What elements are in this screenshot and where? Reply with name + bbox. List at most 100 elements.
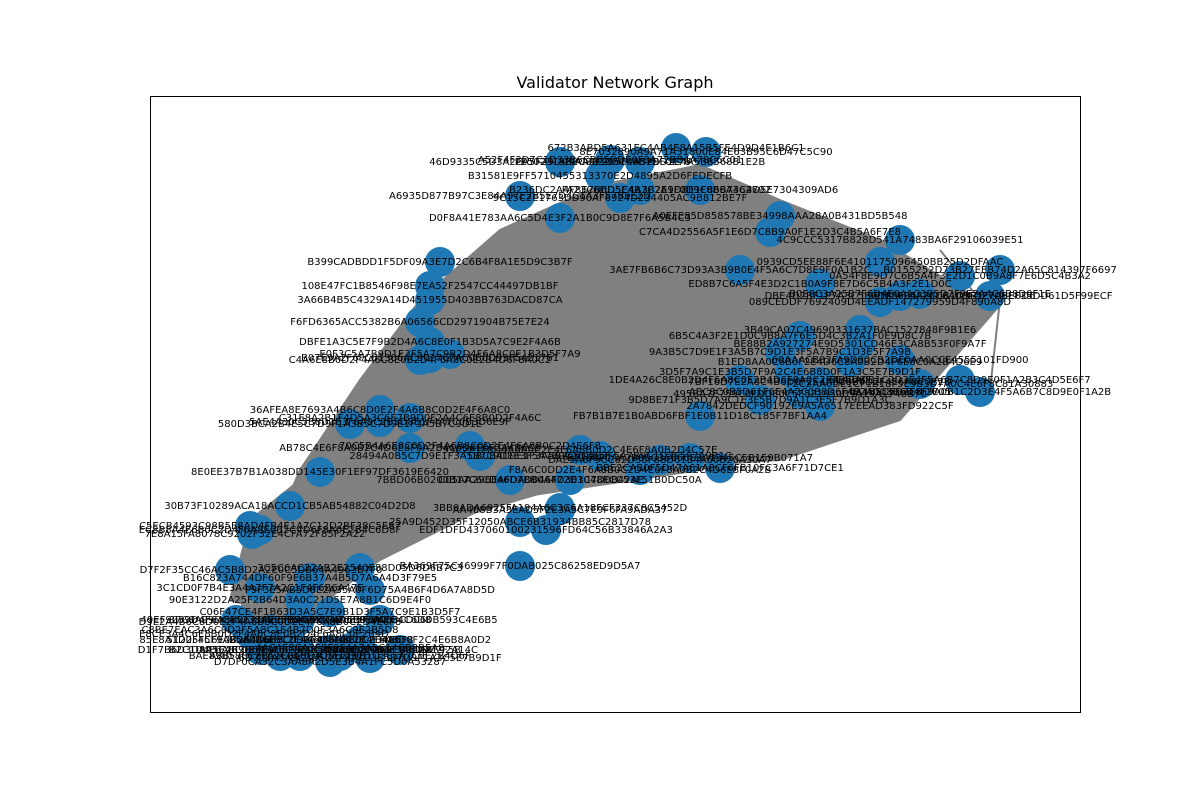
graph-node xyxy=(415,343,445,373)
graph-node xyxy=(335,633,365,663)
graph-node xyxy=(965,377,995,407)
graph-node xyxy=(395,403,425,433)
node-label: 6B5C4A3F2E1D0C9B8A7F6E5D4C3B2A1F0E9D8C7B xyxy=(669,331,932,342)
graph-node xyxy=(645,445,675,475)
node-label: D8CB4D9E1F3A5B7C9D1E3F5A7B9C1D3E5F7A9B1C xyxy=(468,451,732,462)
node-label: DAE5A6F9CC82D38F88D61B4A60B20A30A7 xyxy=(548,455,772,466)
node-label: 089CEDDF7692409D4EEADF147279959D4F890A8D xyxy=(749,297,1011,308)
node-label: AB78C4E6F8A0B2C4D6E8F0A2B4C6D8E0F2A4B6C8 xyxy=(279,443,541,454)
node-label: 5AE4A30C5B8D1E3F6A9C2B5D8E1F4A7C0B3D6E9F xyxy=(249,417,511,428)
graph-node xyxy=(275,491,305,521)
graph-node xyxy=(365,407,395,437)
graph-node xyxy=(237,519,267,549)
graph-node xyxy=(505,551,535,581)
node-label: 9D8BE71F3B5D7A9C1E3F5B7D9A1C3E5F7B9D1A3C xyxy=(628,395,891,406)
node-label: FA23C6DD5E4B7C2A9D8E1F0B6A3C4D5E7304309A… xyxy=(562,185,838,196)
node-label: 1DE4A26C8E0B2D4F6A8C0E2B4D6F8A0C2E4B6D8F xyxy=(609,375,872,386)
node-label: 0939CD5EE88F6E4101175096450BB25D2DFAAC xyxy=(757,257,1004,268)
node-label: A0EFE85D858578BE34998AAA28A0B431BD5B548 xyxy=(652,211,907,222)
node-label: B399CADBDD1F5DF09A3E7D2C6B4F8A1E5D9C3B7F xyxy=(307,257,573,268)
node-label: 3BB0ADA6925FA194A6C3C6A18FCF337C8C5452D xyxy=(433,503,688,514)
node-label: A91E4B7D0A3C6F9B2E5A8D1C4F7B0E3A6D9C2F5B xyxy=(199,645,461,656)
graph-node xyxy=(885,345,915,375)
node-label: BE88B2A927274E9D5301CD46E3CA8B53F0F9A7F xyxy=(733,339,986,350)
graph-node xyxy=(505,181,535,211)
graph-node xyxy=(355,575,385,605)
node-label: B5A0B6F8C2E4A6D8F0C2B4E6A8D0F2C4E6B8A0D2 xyxy=(229,635,491,646)
node-label: D7F2F35CC46AC5B8D2A2E0C5DB64A4963B7F0 xyxy=(140,565,383,576)
graph-node xyxy=(335,409,365,439)
graph-node xyxy=(215,555,245,585)
graph-node xyxy=(315,597,345,627)
graph-node xyxy=(945,261,975,291)
node-label: ED8B7C6A5F4E3D2C1B0A9F8E7D6C5B4A3F2E1D0C xyxy=(688,279,951,290)
node-label: 28494A0B5C7D9E1F3A5B7C9D1E3F5A7B9C1D3E5F xyxy=(349,451,611,462)
node-label: 25A9D452D35F12050ABCE6B31934BB85C2817D78 xyxy=(389,517,651,528)
node-label: B07E9A2F6FC61306AC902767AC0B0D93F5421761 xyxy=(301,353,559,364)
node-label: A8BF7C12B51E8A0C3D5E7F9B1D3F5A7C9E2B4D6F xyxy=(209,651,470,662)
node-label: BA369F75C46999F7F0DAB025C86258ED9D5A7 xyxy=(399,561,640,572)
node-label: 93C2E1F8D4A6B0C2E4F6A8B0D2C4E6F8A0B2D4C5… xyxy=(443,445,718,456)
node-label: B0155252D73B27EEB74D2A65C814397F6697 xyxy=(883,265,1117,276)
node-label: 51205F5F9A2DE4A6B8C0D2E4F6A8B0C2D4E6F8 xyxy=(167,635,414,646)
node-label: B236DC2A4F8E7B6D5C4A3B2E1F0D9C86B7462792 xyxy=(509,185,771,196)
graph-node xyxy=(495,465,525,495)
node-label: BF168F0AA2B89C36666E3A1345C5B159B071A7 xyxy=(567,453,813,464)
node-label: A52F4F3D7C1D33B6CBB5DDE0F9A72BB4A78C6C01 xyxy=(478,155,742,166)
graph-edge xyxy=(989,299,1001,391)
graph-node xyxy=(675,443,705,473)
graph-node xyxy=(835,347,865,377)
node-label: DBE4D2BF1E7A3C5B9D8F6E4A2C0B1D3F5E7A9C0D… xyxy=(765,291,1036,302)
graph-node xyxy=(585,161,615,191)
graph-node xyxy=(885,225,915,255)
node-layer xyxy=(215,133,1015,677)
node-label: 4C9CCC5317B828D541A7483BA6F29106039E51 xyxy=(777,235,1024,246)
node-label: B16C823A744DF60F9E6B37A4B5D7A6A4D3F79E5 xyxy=(183,573,437,584)
node-label: EE49A0B1C2D3E4F5A6B7C8D9E0F1A2B3C4D5E6F7 xyxy=(829,375,1090,386)
node-label: 49EF9039D4F6A8B0C2D4E6F8A0B2C4D6E8F0A2 xyxy=(141,615,388,626)
graph-node xyxy=(865,247,895,277)
node-label: D7DF0CA32C3AA8A2D5E3B4A1FC5D0A53287 xyxy=(214,657,446,668)
node-label: 30B73F10289ACA18ACCD1CB5AB54882C04D2D8 xyxy=(164,501,415,512)
graph-node xyxy=(725,255,755,285)
node-label: C06F47CE4F1B63D3A5C7E9B1D3F5A7C9E1B3D5F7 xyxy=(200,607,461,618)
node-label: 7BBD06B0200B17C6CD46D7BB0A4D3E3C7D0B42AE xyxy=(376,475,643,486)
node-label: ABC8C0B5D61F6E4A2C0B8D6F4E2A0C8B6D4F2E05 xyxy=(689,387,951,398)
node-label: 85E8A1D2F4C6E0B2A4D6F8C0E2A4B6D8F0C2E4A6 xyxy=(139,635,400,646)
graph-node xyxy=(685,175,715,205)
node-label: C8BE7EAC3A6C9D2F5A8C1E4B7D0F3A6C9E2B5D8 xyxy=(141,625,398,636)
node-label: FE29B5B7A5B6A5B93A003CD060B593C4E6B5 xyxy=(262,615,497,626)
node-label: EDF1DFD437060100231596FD64C56B33846A2A3 xyxy=(419,525,673,536)
node-label: AA408B3A3EAD5F2E3A5C7E9F6FA9ADA37 xyxy=(453,505,668,516)
node-label: F8A6C0DD2E4F6A8B0C2D4E6F8A0B2C4D6E8F0A2B xyxy=(509,465,772,476)
graph-node xyxy=(305,457,335,487)
label-layer: 672B3ABD5A631EC4AB4E8A15B5FE4D9D4E1B6C18… xyxy=(138,143,1117,668)
node-label: 3C5C6AC22AB2E2540E88D05D6D6B7C3 xyxy=(257,563,462,574)
node-label: BBE2CAB0F5D47A61A8CF6FB10FC3A6F71D7CE1 xyxy=(596,463,844,474)
node-label: 90E3122D2A25F2B64D3A0C21D5E7A8B1C6D9E4F0 xyxy=(169,595,431,606)
node-label: C7CA4D2556A5F1E6D7C8B9A0F1E2D3C4B5A6F7E8 xyxy=(639,227,901,238)
graph-node xyxy=(285,641,315,671)
graph-node xyxy=(295,563,325,593)
node-label: E0F3C5A7B9D1E3F5A7C9B2D4F6A8C0E1B3D5F7A9 xyxy=(319,349,580,360)
graph-node xyxy=(545,203,575,233)
node-label: 3D5F7A9C1E3B5D7F9A2C4E6B8D0F1A3C5E7B9D1F xyxy=(659,367,921,378)
node-label: BAE89B58EC71A2CE68E9C7F1292D xyxy=(189,651,372,662)
node-label: 37C8A99DC15238A7E5F6A9B2C4D6E8F0A2B4C6D8 xyxy=(169,615,432,626)
node-label: 49A64F7A2E0CB3D66F92A14C xyxy=(322,645,478,656)
graph-node xyxy=(745,385,775,415)
node-label: C05AA296EAFDAD046F72D1048ECC53F51B0DC50A xyxy=(438,475,702,486)
graph-node xyxy=(395,433,425,463)
graph-node xyxy=(545,147,575,177)
graph-node xyxy=(465,441,495,471)
node-label: 108E47FC1B8546F98E7EA52F2547CC44497DB1BF xyxy=(301,281,558,292)
node-label: B31581E9FF5710455313370E2D4895A2D6FEDECF… xyxy=(468,171,732,182)
node-label: EC8B8A4E6B0C2D4F6A8E0B2C4D6F8A0E2B4C6D8F xyxy=(139,525,402,536)
node-label: F6FD6365ACC5382B6A06566CD2971904B75E7E24 xyxy=(290,317,550,328)
node-label: D9E2A4B6C8D0E2F4A6B8C0D2E4F6A8B0C2D4E6F8 xyxy=(139,617,402,628)
node-label: C5ECB4593C98B5E8AD4FB4E1A7C12D2BF38C5E87 xyxy=(139,521,401,532)
node-label: 3AE7FB6B6C73D93A3B9B0E4F5A6C7D8E9F0A1B2C xyxy=(609,265,870,276)
graph-node xyxy=(975,281,1005,311)
node-label: 580D3BCA2B4E5C7D9F1A3B5C7D9E1F3A5B7C9D1E xyxy=(218,419,482,430)
graph-node xyxy=(661,133,691,163)
